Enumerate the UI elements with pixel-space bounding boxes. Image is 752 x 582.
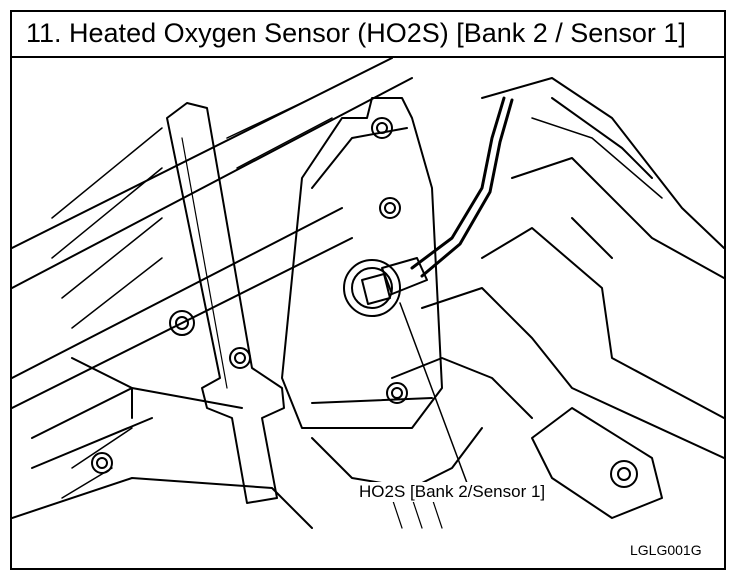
bolts [91,117,638,488]
upper-beam [12,58,413,409]
right-housing [421,77,724,459]
figure-title: 11. Heated Oxygen Sensor (HO2S) [Bank 2 … [26,18,686,48]
title-bar: 11. Heated Oxygen Sensor (HO2S) [Bank 2 … [12,12,724,58]
mounting-bracket [281,97,443,429]
callout-leader [399,302,468,484]
oxygen-sensor [343,257,428,317]
engine-illustration [12,58,724,529]
figure-frame: 11. Heated Oxygen Sensor (HO2S) [Bank 2 … [10,10,726,570]
sensor-wire [410,96,506,270]
vertical-pipe [166,102,285,504]
sensor-callout-label: HO2S [Bank 2/Sensor 1] [357,482,548,502]
lower-right-bracket [531,407,663,519]
left-hatching [51,97,333,499]
figure-code: LGLG001G [630,542,702,558]
